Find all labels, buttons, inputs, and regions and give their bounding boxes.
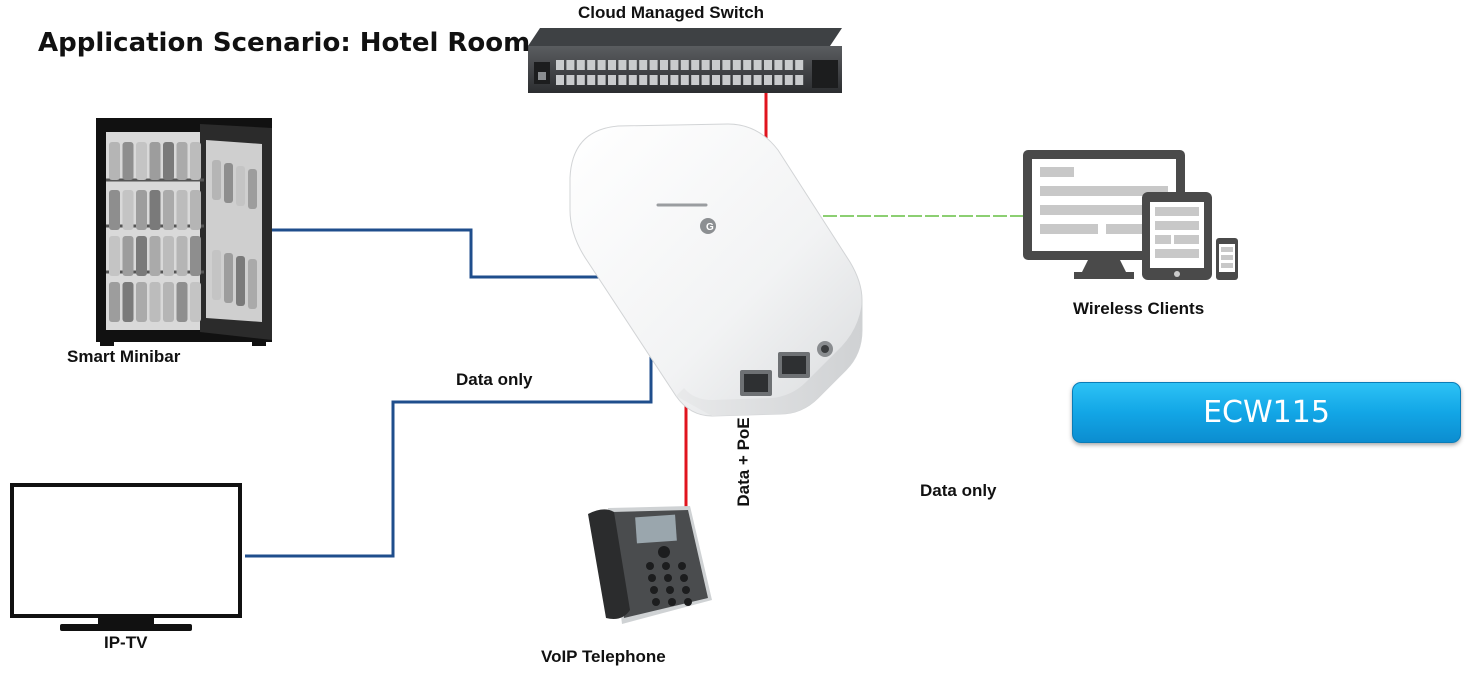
svg-text:G: G bbox=[706, 222, 714, 233]
minibar-label: Smart Minibar bbox=[67, 347, 181, 366]
tv-data-line bbox=[245, 345, 653, 558]
link-label-data-only-left: Data only bbox=[456, 370, 533, 389]
model-badge: ECW115 bbox=[1072, 382, 1461, 443]
page-title: Application Scenario: Hotel Room bbox=[38, 28, 531, 58]
link-label-data-only-right: Data only bbox=[920, 481, 997, 500]
tv-label: IP-TV bbox=[104, 633, 148, 652]
network-switch-icon bbox=[528, 28, 842, 93]
phone-label: VoIP Telephone bbox=[541, 647, 666, 666]
minibar-fridge-icon bbox=[96, 118, 272, 346]
television-icon bbox=[10, 483, 242, 631]
wall-plate-access-point-icon: G bbox=[569, 123, 863, 417]
minibar-data-line bbox=[272, 228, 605, 279]
connection-lines bbox=[245, 93, 1024, 558]
voip-phone-icon bbox=[588, 506, 712, 624]
wireless-devices-icon bbox=[1023, 150, 1238, 280]
link-label-data-poe: Data + PoE bbox=[734, 417, 753, 507]
switch-label: Cloud Managed Switch bbox=[578, 3, 765, 22]
wireless-clients-label: Wireless Clients bbox=[1073, 299, 1205, 318]
